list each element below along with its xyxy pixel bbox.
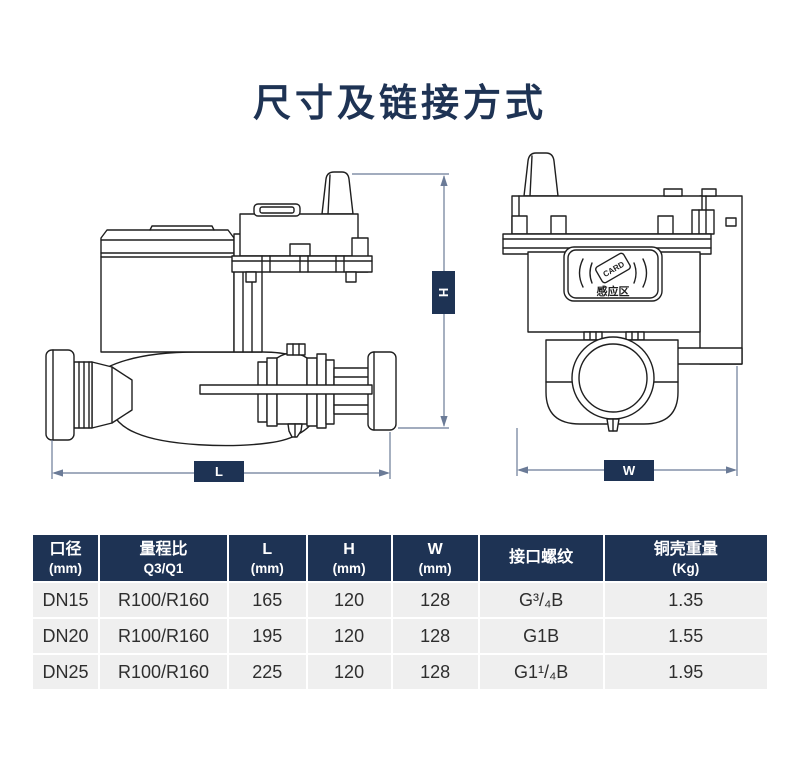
dim-label-L-text: L (215, 464, 223, 479)
cell: 120 (307, 583, 391, 617)
dim-label-W-text: W (622, 463, 636, 478)
page-title: 尺寸及链接方式 (252, 83, 547, 125)
cell: DN15 (33, 583, 98, 617)
cell: G1B (479, 619, 603, 653)
cell: 128 (392, 655, 478, 689)
col-header-W: W(mm) (392, 535, 478, 581)
table-row-dn20: DN20 R100/R160 195 120 128 G1B 1.55 (33, 619, 767, 653)
cell: R100/R160 (99, 619, 228, 653)
dim-label-W: W (604, 460, 654, 481)
cell: 225 (229, 655, 306, 689)
sensing-zone-label: 感应区 (597, 284, 630, 298)
cell: 1.95 (604, 655, 767, 689)
cell: 120 (307, 655, 391, 689)
dim-label-H: H (432, 271, 455, 314)
cell: 1.55 (604, 619, 767, 653)
table-row-dn15: DN15 R100/R160 165 120 128 G³/₄B 1.35 (33, 583, 767, 617)
dim-label-L: L (194, 461, 244, 482)
cell: 128 (392, 583, 478, 617)
cell: DN20 (33, 619, 98, 653)
front-view-drawing: CARD 感应区 (502, 152, 743, 432)
table-row-dn25: DN25 R100/R160 225 120 128 G1¹/₄B 1.95 (33, 655, 767, 689)
cell: R100/R160 (99, 583, 228, 617)
cell: DN25 (33, 655, 98, 689)
cell: R100/R160 (99, 655, 228, 689)
cell: G³/₄B (479, 583, 603, 617)
col-header-diameter: 口径(mm) (33, 535, 98, 581)
cell: G1¹/₄B (479, 655, 603, 689)
col-header-L: L(mm) (229, 535, 306, 581)
cell: 165 (229, 583, 306, 617)
dim-label-H-text: H (435, 287, 451, 298)
col-header-H: H(mm) (307, 535, 391, 581)
col-header-weight: 铜壳重量(Kg) (604, 535, 767, 581)
col-header-thread: 接口螺纹 (479, 535, 603, 581)
cell: 120 (307, 619, 391, 653)
side-view-drawing (45, 171, 397, 447)
cell: 1.35 (604, 583, 767, 617)
cell: 128 (392, 619, 478, 653)
cell: 195 (229, 619, 306, 653)
